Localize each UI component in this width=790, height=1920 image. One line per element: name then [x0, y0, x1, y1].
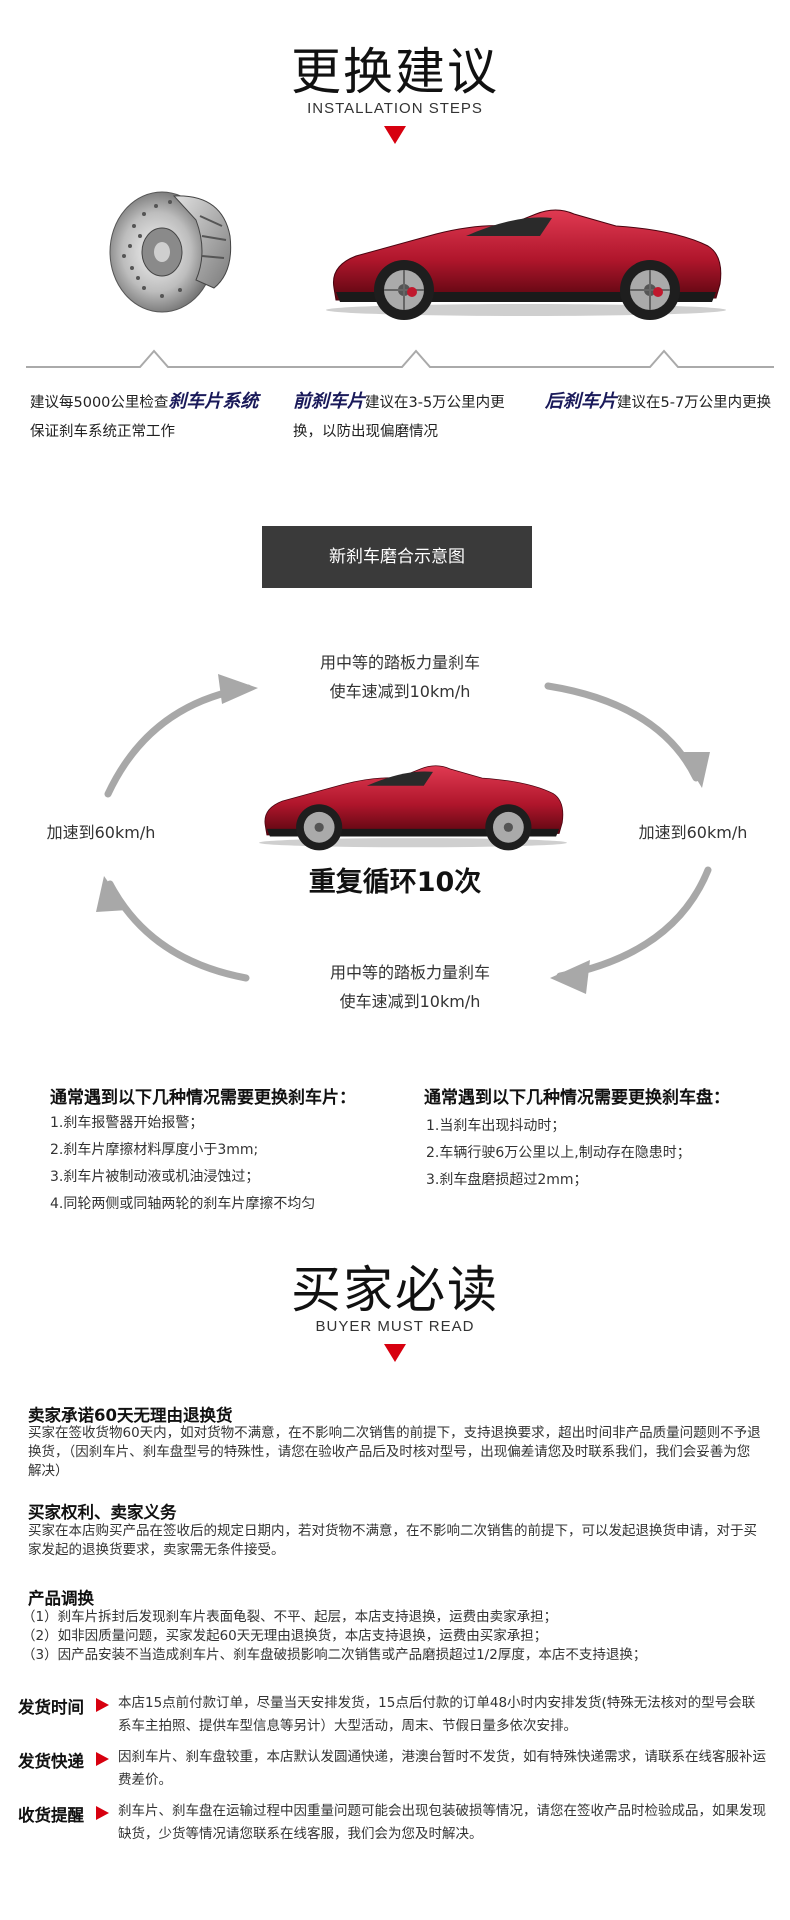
brake-disc-image [109, 191, 232, 313]
pads-conditions-list: 1.刹车报警器开始报警； 2.刹车片摩擦材料厚度小于3mm; 3.刹车片被制动液… [50, 1110, 315, 1218]
list-item: 1.刹车报警器开始报警； [50, 1115, 204, 1131]
list-item: 2.车辆行驶6万公里以上,制动存在隐患时； [426, 1145, 691, 1161]
list-item: （1）刹车片拆封后发现刹车片表面龟裂、不平、起层，本店支持退换，运费由卖家承担； [22, 1609, 558, 1625]
cycle-top-line-2: 使车速减到10km/h [329, 682, 471, 701]
step-3-highlight: 后刹车片 [545, 391, 617, 412]
arrowhead-top-right [680, 752, 710, 788]
arrowhead-bottom-left [96, 876, 128, 912]
promise-title: 卖家承诺60天无理由退换货 [28, 1406, 233, 1425]
step-1-post: 保证刹车系统正常工作 [30, 424, 175, 440]
step-3-post: 建议在5-7万公里内更换 [617, 395, 772, 411]
cycle-arrow-top-left [104, 684, 252, 798]
cycle-car-image [259, 765, 567, 851]
cycle-arrows [96, 674, 712, 994]
list-item: （2）如非因质量问题，买家发起60天无理由退换货，本店支持退换，运费由买家承担； [22, 1628, 548, 1644]
receiving-reminder-label: 收货提醒 [18, 1806, 84, 1825]
cycle-top-line-1: 用中等的踏板力量刹车 [319, 653, 480, 672]
cycle-bottom-line-2: 使车速减到10km/h [339, 992, 481, 1011]
arrowhead-bottom-right [550, 960, 590, 994]
list-item: 3.刹车盘磨损超过2mm； [426, 1172, 588, 1188]
cycle-top-label: 用中等的踏板力量刹车 使车速减到10km/h [270, 648, 530, 706]
discs-conditions-title: 通常遇到以下几种情况需要更换刹车盘： [424, 1088, 730, 1108]
list-item: 4.同轮两侧或同轴两轮的刹车片摩擦不均匀 [50, 1196, 316, 1212]
down-triangle-icon [384, 126, 406, 144]
red-sports-car-image [326, 209, 726, 320]
rights-title: 买家权利、卖家义务 [28, 1503, 177, 1522]
list-item: 1.当刹车出现抖动时； [426, 1118, 566, 1134]
arrowhead-top-left [218, 674, 258, 704]
shipping-time-body: 本店15点前付款订单，尽量当天安排发货，15点后付款的订单48小时内安排发货(特… [118, 1695, 756, 1734]
buyer-title: 买家必读 [291, 1261, 499, 1319]
exchange-list: （1）刹车片拆封后发现刹车片表面龟裂、不平、起层，本店支持退换，运费由卖家承担；… [22, 1608, 767, 1665]
pads-conditions-title: 通常遇到以下几种情况需要更换刹车片： [50, 1088, 356, 1108]
shipping-courier-label: 发货快递 [18, 1752, 84, 1771]
install-section-title: 更换建议 INSTALLATION STEPS [0, 44, 790, 118]
install-step-3: 后刹车片建议在5-7万公里内更换 [545, 387, 775, 418]
install-subtitle: INSTALLATION STEPS [307, 100, 483, 117]
install-step-1: 建议每5000公里检查刹车片系统 保证刹车系统正常工作 [30, 387, 260, 447]
exchange-title: 产品调换 [28, 1589, 94, 1608]
right-arrow-icon [96, 1752, 109, 1766]
cycle-left-label: 加速到60km/h [46, 823, 156, 842]
right-arrow-icon [96, 1698, 109, 1712]
down-triangle-icon [384, 1344, 406, 1362]
buyer-section-title: 买家必读 BUYER MUST READ [0, 1262, 790, 1336]
step-1-highlight: 刹车片系统 [168, 391, 259, 412]
cycle-main-text: 重复循环10次 [308, 867, 482, 898]
buyer-subtitle: BUYER MUST READ [315, 1318, 475, 1335]
promise-body: 买家在签收货物60天内，如对货物不满意，在不影响二次销售的前提下，支持退换要求，… [28, 1425, 761, 1479]
step-2-post: 建议在3-5万公里内更换，以防出现偏磨情况 [293, 395, 505, 440]
shipping-time-label: 发货时间 [18, 1698, 84, 1717]
receiving-reminder-body: 刹车片、刹车盘在运输过程中因重量问题可能会出现包装破损等情况，请您在签收产品时检… [118, 1803, 766, 1842]
timeline-line [26, 349, 774, 368]
cycle-bottom-label: 用中等的踏板力量刹车 使车速减到10km/h [280, 958, 540, 1016]
install-step-2: 前刹车片建议在3-5万公里内更换，以防出现偏磨情况 [293, 387, 525, 447]
list-item: 3.刹车片被制动液或机油浸蚀过； [50, 1169, 260, 1185]
shipping-courier-body: 因刹车片、刹车盘较重，本店默认发圆通快递，港澳台暂时不发货，如有特殊快递需求，请… [118, 1749, 766, 1788]
rights-body: 买家在本店购买产品在签收后的规定日期内，若对货物不满意，在不影响二次销售的前提下… [28, 1523, 757, 1558]
wear-in-banner: 新刹车磨合示意图 [262, 526, 532, 588]
install-title: 更换建议 [291, 43, 499, 101]
cycle-bottom-line-1: 用中等的踏板力量刹车 [329, 963, 490, 982]
discs-conditions-list: 1.当刹车出现抖动时； 2.车辆行驶6万公里以上,制动存在隐患时； 3.刹车盘磨… [426, 1113, 691, 1194]
right-arrow-icon [96, 1806, 109, 1820]
step-1-pre: 建议每5000公里检查 [30, 395, 169, 411]
cycle-right-label: 加速到60km/h [638, 823, 748, 842]
step-2-highlight: 前刹车片 [293, 391, 365, 412]
list-item: 2.刹车片摩擦材料厚度小于3mm; [50, 1142, 259, 1158]
list-item: （3）因产品安装不当造成刹车片、刹车盘破损影响二次销售或产品磨损超过1/2厚度，… [22, 1647, 647, 1663]
